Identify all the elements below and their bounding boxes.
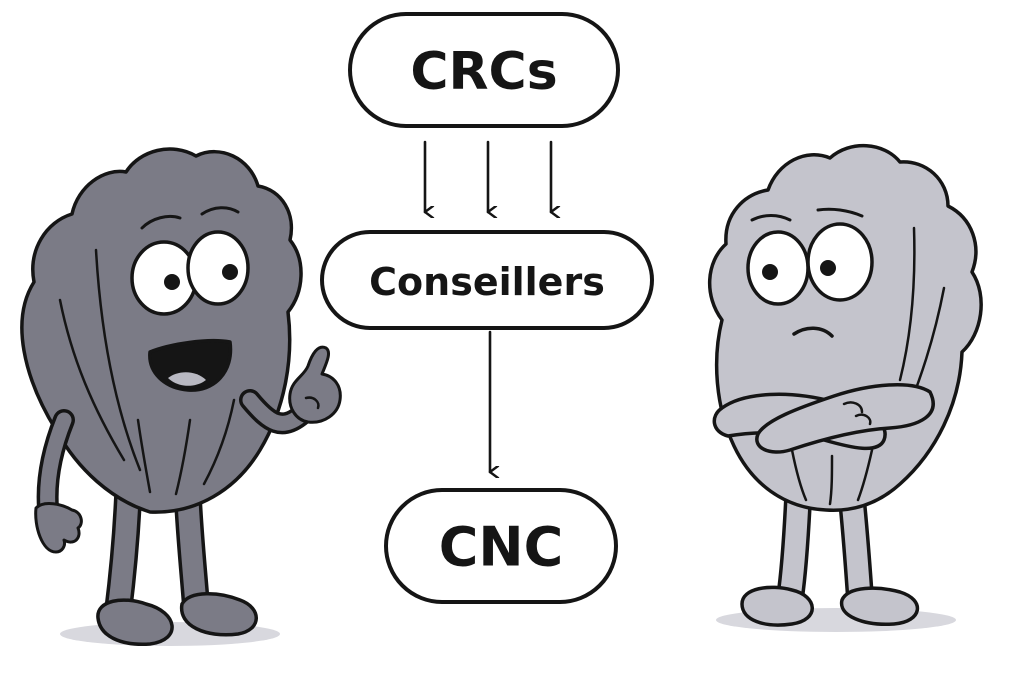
- left-pupil-left: [164, 274, 180, 290]
- node-cnc-label: CNC: [439, 516, 563, 579]
- right-brow-left: [750, 214, 792, 222]
- right-brow-right: [816, 207, 864, 218]
- left-finger-curl: [304, 396, 320, 410]
- left-eye-right: [186, 230, 250, 306]
- left-shell-ridge-1: [58, 298, 126, 462]
- right-shell-ridge-2: [898, 226, 916, 382]
- right-mouth: [792, 326, 834, 338]
- left-shell-body: [20, 147, 303, 514]
- left-tongue: [168, 372, 206, 386]
- node-crcs-label: CRCs: [410, 42, 557, 102]
- left-shell-ridge-3: [136, 418, 152, 494]
- right-scallop-character: [708, 144, 983, 632]
- left-arm-down-fill: [40, 412, 72, 516]
- right-arm-front: [755, 383, 935, 454]
- right-eye-right: [806, 222, 874, 302]
- left-foot-right: [179, 592, 258, 637]
- right-shell-ridge-4: [828, 454, 834, 506]
- right-shell-body: [708, 144, 983, 512]
- node-cnc: CNC: [384, 488, 618, 604]
- right-pupil-left: [762, 264, 778, 280]
- node-conseillers-label: Conseillers: [369, 260, 605, 304]
- right-fingers: [842, 401, 872, 426]
- left-brow-right: [200, 206, 240, 216]
- left-pupil-right: [222, 264, 238, 280]
- left-brow-left: [140, 214, 182, 230]
- right-shell-ridge-5: [856, 448, 874, 502]
- left-shell-ridge-4: [174, 418, 192, 496]
- right-foot-right: [839, 586, 920, 626]
- node-crcs: CRCs: [348, 12, 620, 128]
- flow-diagram: CRCs Conseillers CNC: [320, 12, 654, 604]
- left-foot-left: [96, 598, 174, 646]
- node-conseillers: Conseillers: [320, 230, 654, 330]
- right-shell-ridge-3: [790, 448, 808, 502]
- left-pointing-hand: [288, 345, 342, 424]
- left-leg-left-fill: [107, 487, 139, 623]
- arrows-crcs-to-conseillers: [423, 140, 551, 212]
- left-scallop-character: [20, 147, 342, 646]
- right-foot-left: [740, 585, 814, 627]
- right-pupil-right: [820, 260, 836, 276]
- left-hand-down: [34, 502, 83, 554]
- left-arm-pointing-fill: [242, 392, 308, 431]
- right-leg-right-fill: [841, 489, 871, 609]
- left-leg-right-fill: [177, 489, 207, 617]
- left-shell-ridge-5: [202, 398, 236, 486]
- left-shell-ridge-2: [94, 248, 142, 472]
- right-eye-left: [746, 230, 810, 306]
- left-eye-left: [130, 240, 198, 316]
- right-leg-left-fill: [779, 489, 809, 609]
